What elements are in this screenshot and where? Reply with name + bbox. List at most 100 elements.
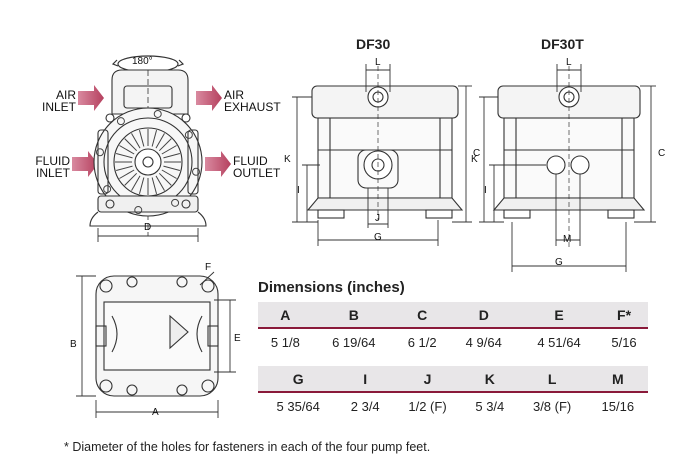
gear-rib	[138, 177, 145, 195]
table-header: B	[312, 302, 395, 329]
fluid-outlet-label-2: OUTLET	[233, 166, 281, 180]
df30t-dim-m: M	[563, 234, 572, 245]
table-header-row: A B C D E F*	[258, 302, 648, 329]
gear-rib	[151, 177, 158, 195]
air-inlet-arrow-icon	[78, 85, 104, 111]
df30t-title: DF30T	[541, 36, 584, 52]
df30t-dim-c: C	[658, 148, 666, 159]
fluid-inlet-arrow-icon	[72, 151, 98, 177]
df30-dim-k: K	[284, 154, 291, 165]
gear-rib	[119, 145, 135, 155]
gear-rib	[115, 152, 133, 159]
fluid-inlet-label-2: INLET	[35, 166, 70, 180]
table-cell: 15/16	[601, 399, 635, 414]
bolt-hole	[103, 185, 112, 194]
fluid-inlet-label-1: FLUID	[35, 154, 70, 168]
table-header: L	[516, 366, 588, 393]
table-cell: 5 1/8	[270, 335, 300, 350]
table-row: 5 35/64 2 3/4 1/2 (F) 5 3/4 3/8 (F) 15/1…	[258, 392, 648, 420]
table-cell: 6 1/2	[407, 335, 437, 350]
table-header: G	[258, 366, 339, 393]
top-dim-a: A	[152, 407, 159, 418]
df30t-dim-i: I	[484, 185, 487, 196]
table-header-row: G I J K L M	[258, 366, 648, 393]
table-header: C	[394, 302, 450, 329]
air-exhaust-arrow-icon	[196, 85, 222, 111]
top-dim-b: B	[70, 339, 77, 350]
table-cell: 5 35/64	[276, 399, 320, 414]
bolt-hole	[95, 148, 104, 157]
table-header: J	[392, 366, 464, 393]
dim-label-d: D	[144, 222, 152, 233]
df30-dimension-lines	[292, 64, 472, 246]
table-header: A	[258, 302, 313, 329]
table-cell: 5/16	[611, 335, 637, 350]
table-cell: 1/2 (F)	[408, 399, 447, 414]
dimensions-table-2: G I J K L M 5 35/64 2 3/4 1/2 (F) 5 3/4 …	[258, 366, 648, 420]
gear-rib	[163, 165, 181, 172]
gear-rib	[115, 165, 133, 172]
gear-rib	[124, 138, 138, 152]
table-cell: 4 51/64	[537, 335, 581, 350]
dimension-line-d	[97, 228, 199, 242]
df30-dim-i: I	[297, 185, 300, 196]
fluid-outlet-arrow-icon	[205, 151, 231, 177]
top-dim-f: F	[205, 262, 212, 273]
gear-rib	[155, 175, 165, 191]
gear-rib	[155, 133, 165, 149]
table-header: K	[463, 366, 517, 393]
df30t-dim-g: G	[555, 257, 563, 268]
gear-rib	[163, 152, 181, 159]
air-exhaust-label-1: AIR	[224, 88, 245, 102]
df30-side-view	[306, 66, 464, 220]
table-header: D	[449, 302, 518, 329]
table-header: M	[587, 366, 648, 393]
df30-title: DF30	[356, 36, 391, 52]
dimensions-table-1: A B C D E F* 5 1/8 6 19/64 6 1/2 4 9/64 …	[258, 302, 648, 356]
table-cell: 3/8 (F)	[532, 399, 572, 414]
gear-rib	[158, 172, 172, 186]
bolt-hole	[171, 198, 180, 207]
table-cell: 5 3/4	[475, 399, 505, 414]
front-gear-pattern	[95, 109, 201, 215]
gear-rib	[131, 175, 141, 191]
top-view-dimension-lines	[76, 271, 236, 418]
bolt-hole	[153, 109, 162, 118]
fluid-outlet-label-1: FLUID	[233, 154, 268, 168]
df30t-dimension-lines	[479, 64, 656, 272]
bolt-hole	[134, 206, 143, 215]
bolt-hole	[116, 117, 125, 126]
df30-dim-j: J	[375, 213, 380, 224]
air-inlet-label-2: INLET	[41, 100, 76, 114]
rotation-label: 180°	[132, 56, 153, 67]
table-header: F*	[600, 302, 648, 329]
gear-rib	[119, 169, 135, 179]
table-cell: 6 19/64	[332, 335, 376, 350]
gear-rib	[138, 129, 145, 147]
pump-top-view	[95, 275, 219, 397]
gear-rib	[161, 169, 177, 179]
gear-rib	[124, 172, 138, 186]
table-cell: 4 9/64	[465, 335, 502, 350]
footnote: * Diameter of the holes for fasteners in…	[64, 440, 431, 454]
df30-dim-c: C	[473, 148, 481, 159]
df30-dim-l: L	[375, 57, 381, 68]
top-dim-e: E	[234, 333, 241, 344]
bolt-hole	[184, 130, 193, 139]
pump-front-view	[89, 69, 207, 236]
df30t-dim-k: K	[471, 154, 478, 165]
table-header: I	[338, 366, 393, 393]
table-header: E	[517, 302, 601, 329]
dimensions-title: Dimensions (inches)	[258, 279, 405, 296]
bolt-hole	[192, 167, 201, 176]
gear-rib	[131, 133, 141, 149]
df30t-dim-l: L	[566, 57, 572, 68]
df30-dim-g: G	[374, 232, 382, 243]
table-row: 5 1/8 6 19/64 6 1/2 4 9/64 4 51/64 5/16	[258, 328, 648, 356]
air-inlet-label-1: AIR	[55, 88, 76, 102]
gear-rib	[151, 129, 158, 147]
air-exhaust-label-2: EXHAUST	[224, 100, 281, 114]
gear-rib	[161, 145, 177, 155]
table-cell: 2 3/4	[350, 399, 380, 414]
